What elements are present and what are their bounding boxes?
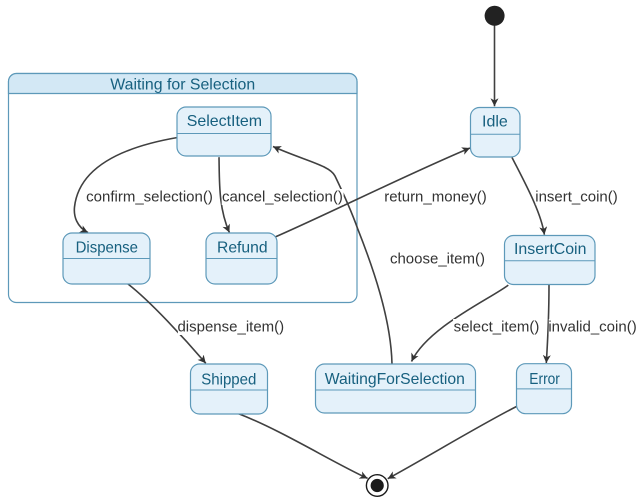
svg-text:select_item(): select_item()	[454, 319, 540, 336]
svg-text:WaitingForSelection: WaitingForSelection	[325, 371, 465, 388]
svg-text:invalid_coin(): invalid_coin()	[548, 319, 636, 336]
svg-text:dispense_item(): dispense_item()	[177, 319, 284, 336]
svg-text:Refund: Refund	[217, 240, 268, 257]
svg-text:cancel_selection(): cancel_selection()	[222, 189, 343, 206]
svg-text:SelectItem: SelectItem	[187, 113, 262, 130]
svg-text:confirm_selection(): confirm_selection()	[86, 189, 213, 206]
svg-text:insert_coin(): insert_coin()	[535, 189, 618, 206]
svg-text:InsertCoin: InsertCoin	[514, 241, 586, 258]
svg-text:Shipped: Shipped	[201, 372, 256, 389]
svg-text:Idle: Idle	[482, 114, 508, 131]
svg-text:Error: Error	[529, 371, 560, 388]
svg-text:choose_item(): choose_item()	[390, 251, 485, 268]
svg-text:Dispense: Dispense	[76, 240, 138, 257]
svg-text:return_money(): return_money()	[384, 189, 487, 206]
svg-text:Waiting for Selection: Waiting for Selection	[110, 77, 255, 94]
